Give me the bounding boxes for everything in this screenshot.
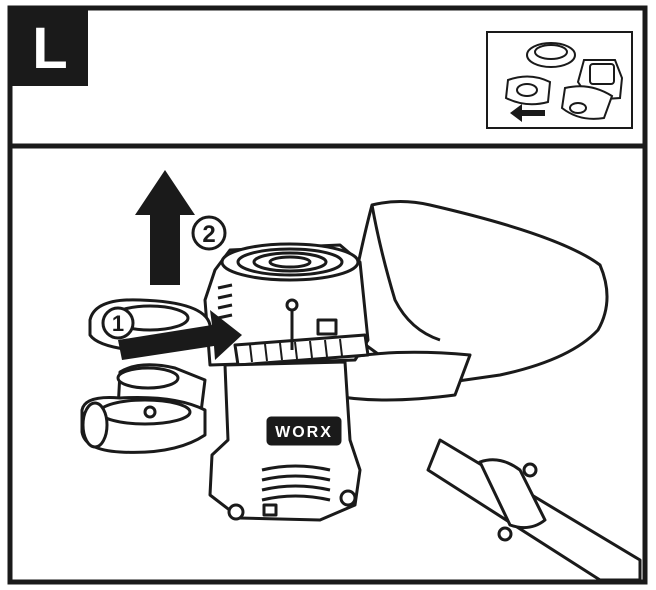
step-badge: L <box>12 10 88 86</box>
overview-thumbnail <box>486 31 633 129</box>
callout-1: 1 <box>101 306 135 340</box>
callout-2: 2 <box>191 215 227 251</box>
arrow-push-in <box>118 310 242 360</box>
arrow-lift-up <box>135 170 195 285</box>
svg-text:1: 1 <box>112 311 124 336</box>
trimmer-head-illustration <box>80 200 642 582</box>
brand-label: WORX <box>275 424 333 441</box>
step-letter: L <box>32 16 67 81</box>
svg-text:2: 2 <box>202 221 215 248</box>
